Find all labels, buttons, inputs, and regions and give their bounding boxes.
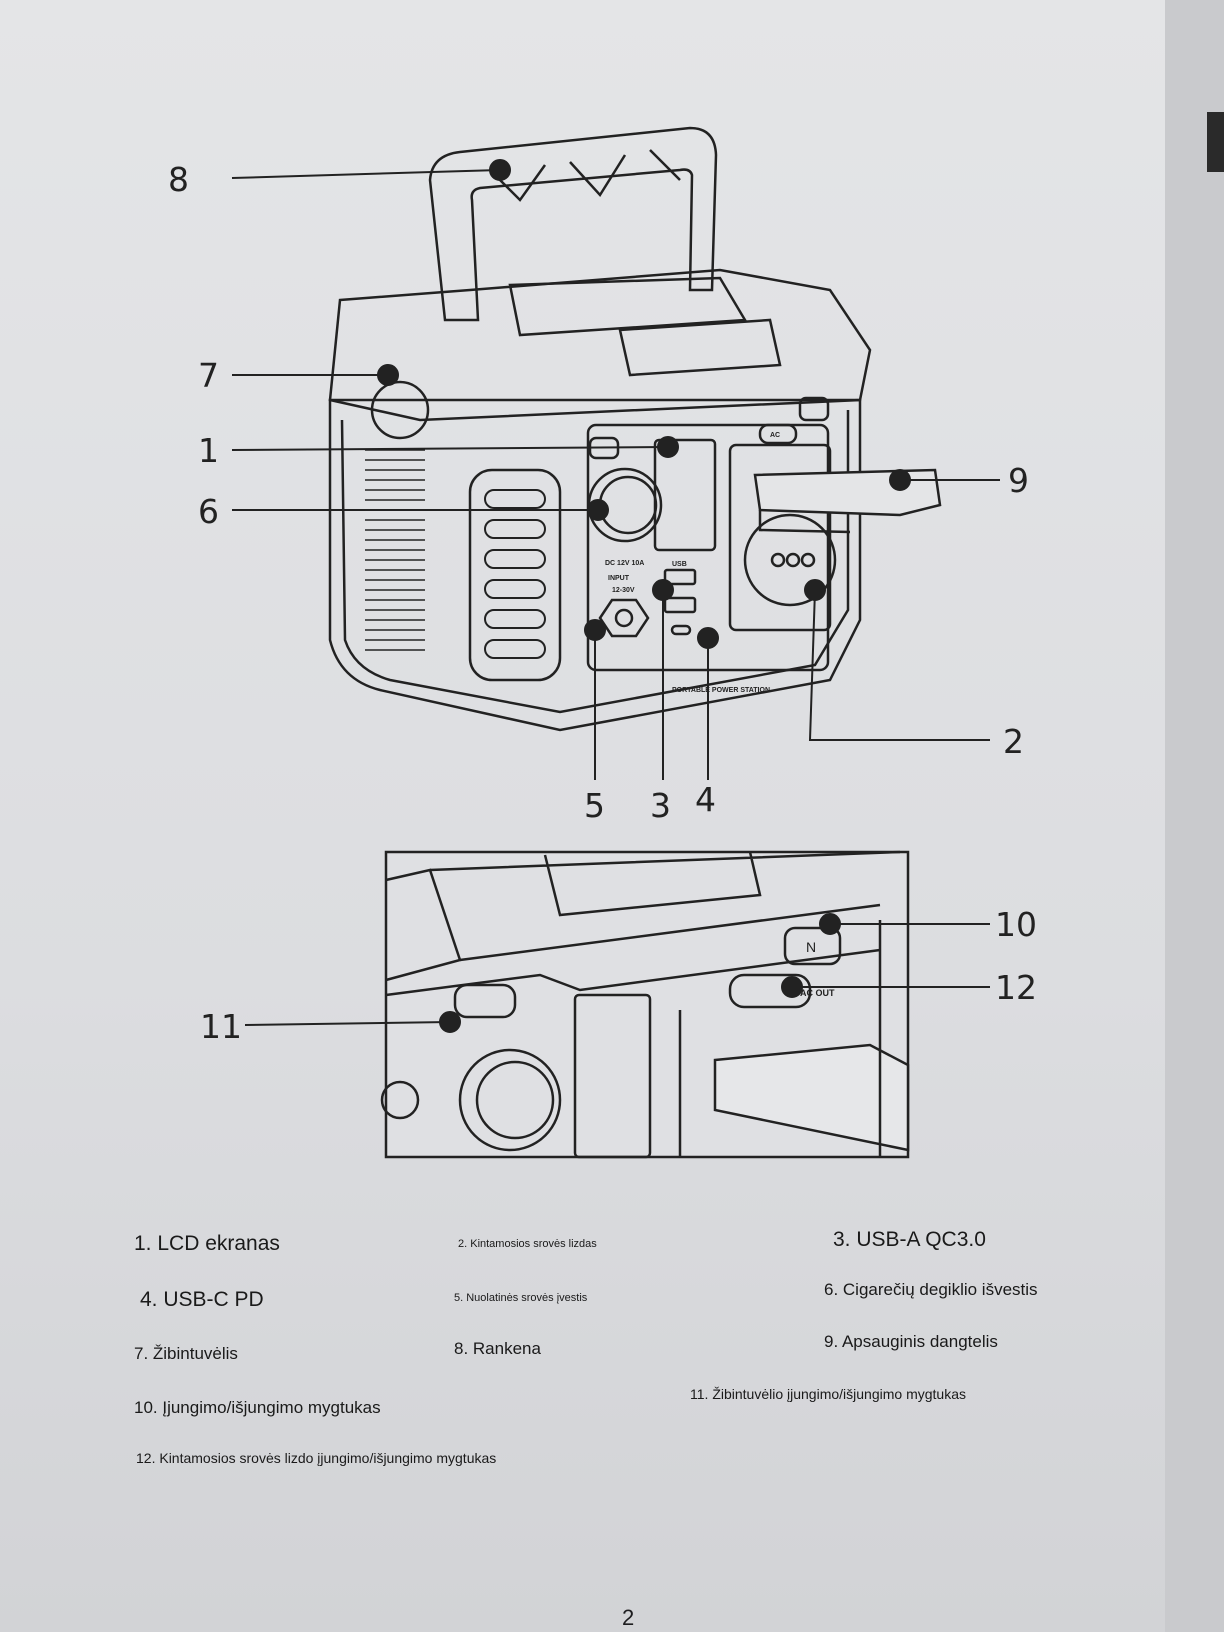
ac-label: AC (770, 432, 780, 439)
input-range-label: 12-30V (612, 587, 635, 594)
body-drawing (328, 380, 942, 732)
body-top-drawing (328, 268, 872, 422)
page-number: 2 (622, 1605, 635, 1630)
legend-item-10: 10. Įjungimo/išjungimo mygtukas (134, 1398, 381, 1417)
legend-item-1: 1. LCD ekranas (134, 1232, 280, 1255)
callout-10: 10 (995, 905, 1037, 944)
detail-inset-drawing (380, 850, 910, 1159)
usb-label: USB (672, 561, 687, 568)
callout-1: 1 (198, 431, 219, 470)
brand-label: PORTABLE POWER STATION (672, 687, 770, 694)
page-edge (1165, 0, 1224, 1632)
dc-out-label: DC 12V 10A (605, 560, 644, 567)
callout-6: 6 (198, 492, 219, 531)
legend-item-6: 6. Cigarečių degiklio išvestis (824, 1280, 1038, 1299)
legend-item-2: 2. Kintamosios srovės lizdas (458, 1238, 597, 1250)
legend-item-4: 4. USB-C PD (140, 1288, 264, 1311)
legend-item-8: 8. Rankena (454, 1339, 541, 1358)
callout-11: 11 (200, 1007, 242, 1046)
legend-item-11: 11. Žibintuvėlio įjungimo/išjungimo mygt… (690, 1386, 966, 1402)
input-label: INPUT (608, 575, 630, 582)
legend-item-7: 7. Žibintuvėlis (134, 1344, 238, 1363)
callout-12: 12 (995, 968, 1037, 1007)
callout-7: 7 (198, 356, 219, 395)
manual-page (0, 0, 1165, 1632)
callout-3: 3 (650, 786, 671, 825)
inset-callout-lines (244, 913, 990, 1033)
callout-lines (231, 159, 1000, 780)
callout-2: 2 (1003, 722, 1024, 761)
power-button-label: N (806, 939, 816, 955)
ac-out-label: AC OUT (800, 988, 835, 998)
callout-5: 5 (584, 786, 605, 825)
callout-4: 4 (695, 780, 716, 819)
legend-item-5: 5. Nuolatinės srovės įvestis (454, 1292, 588, 1304)
page-tab-marker (1207, 112, 1224, 172)
legend-item-9: 9. Apsauginis dangtelis (824, 1332, 998, 1351)
legend-item-12: 12. Kintamosios srovės lizdo įjungimo/iš… (136, 1450, 497, 1466)
handle-drawing (428, 126, 718, 322)
callout-9: 9 (1008, 461, 1029, 500)
legend-item-3: 3. USB-A QC3.0 (833, 1228, 986, 1251)
callout-8: 8 (168, 160, 189, 199)
